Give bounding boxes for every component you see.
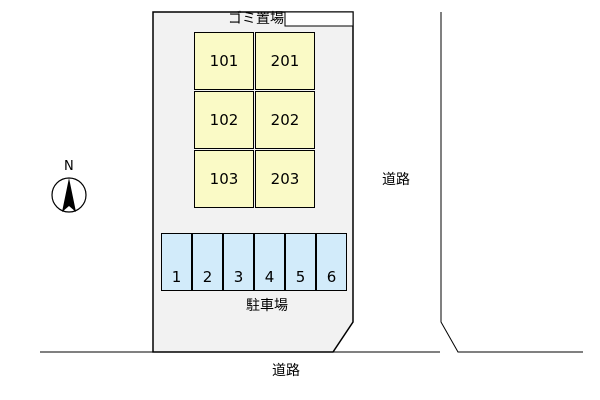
- garbage-area-box: [284, 11, 354, 27]
- unit-103: 103: [194, 150, 254, 208]
- parking-space-4: 4: [254, 233, 285, 291]
- east-road-edge: [440, 12, 583, 353]
- parking-space-6: 6: [316, 233, 347, 291]
- south-road-label: 道路: [272, 363, 300, 379]
- unit-201: 201: [255, 32, 315, 90]
- unit-102: 102: [194, 91, 254, 149]
- parking-space-3: 3: [223, 233, 254, 291]
- parking-space-5: 5: [285, 233, 316, 291]
- parking-label: 駐車場: [246, 298, 288, 314]
- parking-space-1: 1: [161, 233, 192, 291]
- compass-north-label: N: [64, 159, 74, 174]
- parking-space-2: 2: [192, 233, 223, 291]
- unit-203: 203: [255, 150, 315, 208]
- north-arrow-icon: [51, 177, 87, 213]
- garbage-area-label: ゴミ置場: [228, 11, 284, 27]
- east-road-label: 道路: [382, 172, 410, 188]
- unit-202: 202: [255, 91, 315, 149]
- unit-101: 101: [194, 32, 254, 90]
